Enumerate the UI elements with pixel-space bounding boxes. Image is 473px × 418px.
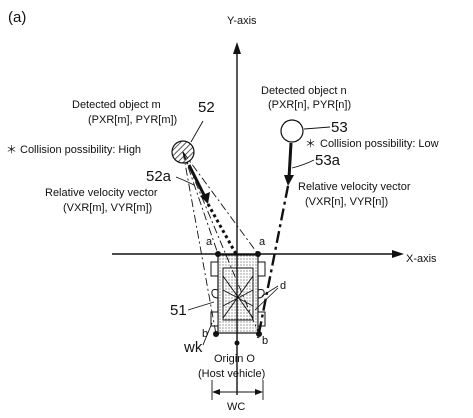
- wheel-front-right: [257, 261, 266, 277]
- object-n-collision-mark: ＊: [305, 138, 316, 150]
- object-n-collision: Collision possibility: Low: [320, 138, 439, 150]
- mirror-right: [257, 289, 265, 299]
- velocity-vector-52a-arrowhead: [200, 192, 210, 204]
- label-d: d: [280, 280, 286, 292]
- object-n-vector-coords: (VXR[n], VYR[n]): [305, 196, 388, 208]
- object-m-ref: 52: [198, 99, 215, 116]
- wc-label: WC: [227, 401, 245, 413]
- velocity-vector-52a: [187, 164, 207, 198]
- leader-53a: [291, 159, 315, 169]
- object-n-circle: [280, 119, 304, 143]
- vehicle-ref-51: 51: [170, 302, 187, 319]
- axes: Y-axis X-axis: [112, 15, 437, 395]
- y-axis-label: Y-axis: [227, 15, 257, 27]
- figure-label: (a): [8, 9, 26, 26]
- corner-a-left-label: a: [206, 236, 213, 248]
- object-n: Detected object n (PXR[n], PYR[n]) 53 ＊ …: [256, 85, 439, 339]
- label-wk: wk: [183, 339, 203, 356]
- leader-53: [303, 126, 331, 130]
- wheel-front-left: [210, 261, 219, 277]
- origin-dot: [234, 340, 240, 346]
- object-n-coords: (PXR[n], PYR[n]): [268, 99, 351, 111]
- corner-b-right-label: b: [262, 335, 268, 347]
- y-axis-arrowhead: [233, 42, 241, 54]
- mirror-left: [211, 289, 219, 299]
- object-m: Detected object m (PXR[m], PYR[m]) 52 ＊ …: [6, 99, 260, 335]
- x-axis-arrowhead: [392, 250, 404, 258]
- object-m-collision: Collision possibility: High: [20, 144, 141, 156]
- leader-d-2: [254, 287, 279, 311]
- extension-53a: [256, 185, 290, 339]
- leader-51: [187, 301, 215, 311]
- corner-b-left-label: b: [202, 328, 208, 340]
- corner-a-right-label: a: [259, 236, 266, 248]
- object-n-vector-ref: 53a: [315, 152, 341, 169]
- object-m-vector-coords: (VXR[m], VYR[m]): [63, 202, 152, 214]
- velocity-vector-53a: [287, 142, 293, 179]
- origin-sublabel: (Host vehicle): [198, 368, 265, 380]
- object-m-collision-mark: ＊: [6, 144, 17, 156]
- wc-arrow-right: [255, 389, 263, 395]
- leader-52: [190, 120, 204, 143]
- vehicle-labels: a a b b d 51 wk Origin O (Host vehicle) …: [170, 236, 286, 413]
- object-m-title: Detected object m: [72, 99, 161, 111]
- vehicle-cross-2: [222, 275, 254, 319]
- vehicle-body: [217, 254, 259, 334]
- origin-label: Origin O: [214, 353, 255, 365]
- chain-m-to-a-left: [182, 151, 219, 255]
- velocity-vector-53a-arrowhead: [284, 175, 294, 186]
- object-n-title: Detected object n: [261, 85, 347, 97]
- object-n-vector-title: Relative velocity vector: [298, 181, 411, 193]
- host-vehicle: [210, 251, 266, 346]
- x-axis-label: X-axis: [406, 253, 437, 265]
- leader-52a: [175, 176, 195, 186]
- object-m-coords: (PXR[m], PYR[m]): [88, 114, 177, 126]
- chain-m-to-a-right: [182, 151, 259, 255]
- chain-m-to-b-left: [182, 151, 217, 335]
- leader-wk: [202, 322, 213, 346]
- object-m-vector-ref: 52a: [146, 168, 172, 185]
- wc-arrow-left: [212, 389, 220, 395]
- vehicle-cabin: [222, 267, 254, 321]
- vehicle-cross-4: [222, 289, 254, 307]
- object-n-ref: 53: [331, 119, 348, 136]
- chain-m-to-b-right: [182, 151, 260, 335]
- leader-d-1: [261, 285, 279, 297]
- object-m-vector-title: Relative velocity vector: [45, 187, 158, 199]
- corner-b-left-dot: [213, 331, 219, 337]
